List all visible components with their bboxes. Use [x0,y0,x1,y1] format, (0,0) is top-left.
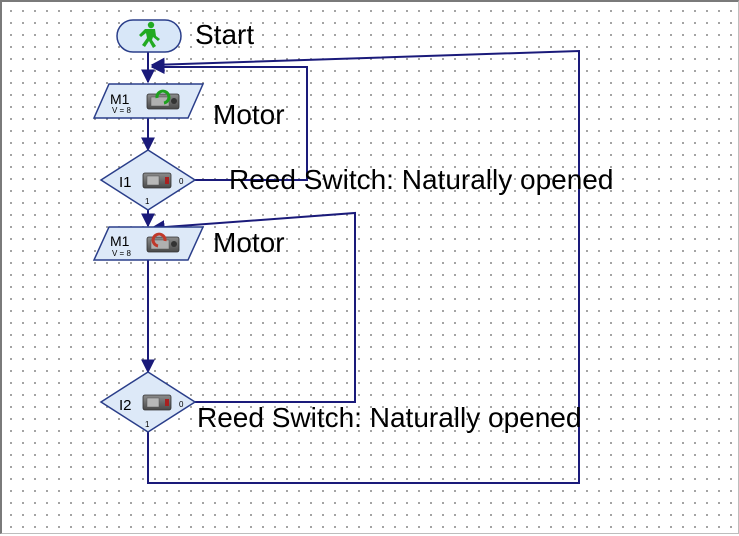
motor-icon [146,93,180,110]
motor-port-label: M1 [110,233,130,249]
motor-speed-label: V = 8 [112,106,131,115]
connector-input-1-loop-back [150,60,308,181]
counter-clockwise-arrow-icon [151,232,167,248]
connector-input-2-loop-back [150,211,356,403]
input-branch-block[interactable]: I1 0 1 Reed Switch: Naturally opened [99,149,613,211]
connector-input-2-to-start-loop [147,49,580,484]
input-port-label: I2 [119,397,132,414]
branch-no-label: 0 [179,400,184,409]
motor-caption: Motor [213,99,285,130]
motor-output-block[interactable]: M1 V = 8 Motor [92,83,285,130]
motor-port-label: M1 [110,91,130,107]
green-walking-man-icon [139,21,160,48]
motor-caption: Motor [213,227,285,258]
reed-switch-icon [142,394,172,411]
reed-switch-icon [142,172,172,189]
start-block[interactable]: Start [116,19,254,53]
branch-no-label: 0 [179,177,184,186]
motor-output-block[interactable]: M1 V = 8 Motor [92,226,285,261]
input-branch-block[interactable]: I2 0 1 Reed Switch: Naturally opened [99,371,581,433]
motor-speed-label: V = 8 [112,249,131,258]
connector-lines [141,49,580,484]
start-label: Start [195,19,254,50]
reed-switch-caption: Reed Switch: Naturally opened [197,402,581,433]
branch-yes-label: 1 [145,420,150,429]
reed-switch-caption: Reed Switch: Naturally opened [229,164,613,195]
input-port-label: I1 [119,174,132,191]
clockwise-arrow-icon [155,89,171,105]
branch-yes-label: 1 [145,197,150,206]
